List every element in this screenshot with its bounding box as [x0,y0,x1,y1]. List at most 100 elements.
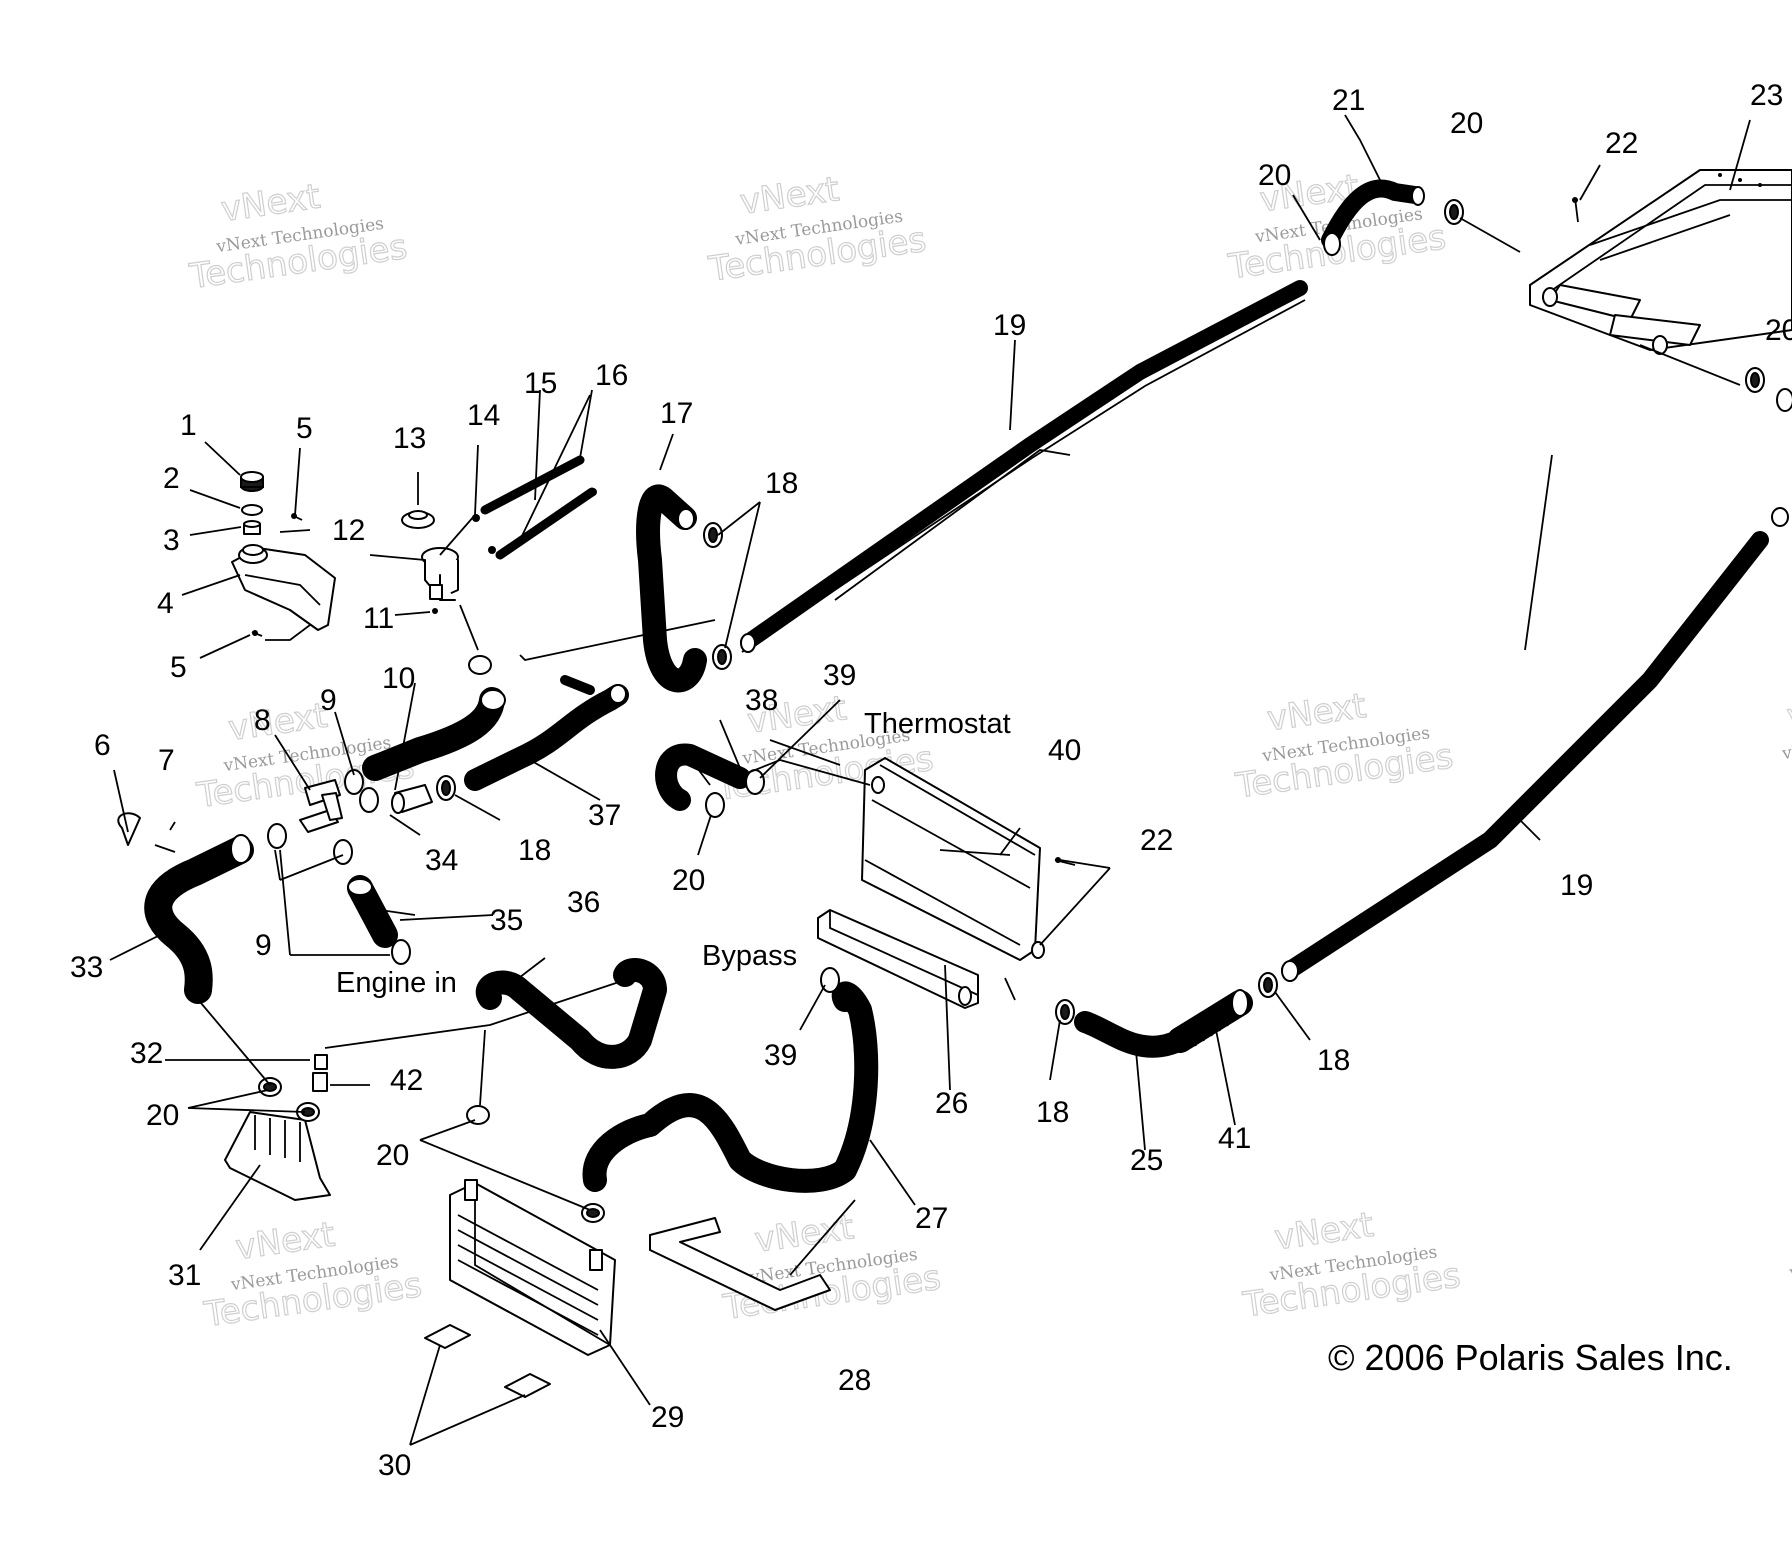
callout-18-lower: 18 [1036,1096,1069,1129]
callout-21: 21 [1332,84,1365,117]
callout-1: 1 [180,409,197,442]
clamp-20[interactable] [1445,200,1463,224]
clip-6[interactable] [118,813,175,852]
callout-18: 18 [765,467,798,500]
clamp-filler[interactable] [469,656,491,674]
callout-26: 26 [935,1087,968,1120]
screw-5-upper[interactable] [291,513,302,520]
hose-33[interactable] [158,835,251,990]
watermark: vNext vNext Technologies Technologies [185,685,416,817]
clamp-9[interactable] [392,940,410,964]
hose-17[interactable] [648,496,695,680]
callout-4: 4 [157,587,174,620]
watermark: vNext vNext Technologies Technologies [178,166,409,298]
callout-34: 34 [425,844,458,877]
tee-fitting-8[interactable] [300,780,342,832]
watermark: vNext vNext Technologies Technologies [697,158,928,290]
screw-22[interactable] [1572,197,1578,222]
clamp-18[interactable] [1056,1000,1074,1024]
corrugated-hose-41[interactable] [1180,990,1248,1046]
callout-5-lower: 5 [170,651,187,684]
coolant-tube-upper-19[interactable] [741,288,1305,652]
callout-11: 11 [363,602,394,635]
clamp-9[interactable] [334,840,352,864]
watermark: vNext vNext Technologies Technologies [193,1204,424,1336]
clamp-9[interactable] [360,788,378,812]
callout-7: 7 [158,744,175,777]
hose-10[interactable] [375,690,505,768]
radiator-cap-13[interactable] [402,511,434,528]
thermostat-housing-40[interactable] [862,758,1044,960]
reservoir-cap-1[interactable] [241,472,263,491]
callout-40: 40 [1048,734,1081,767]
callout-16: 16 [595,359,628,392]
callout-5: 5 [296,412,313,445]
watermark-text: vNext [1272,1205,1376,1258]
callout-29: 29 [651,1401,684,1434]
clamp-9[interactable] [268,824,286,848]
engine-in-label: Engine in [336,967,457,999]
callout-9-lower: 9 [255,929,272,962]
clamp-18[interactable] [437,776,455,800]
fitting-left[interactable] [1772,389,1792,526]
hose-34[interactable] [392,785,432,813]
callout-36: 36 [567,886,600,919]
callout-20-b: 20 [1450,107,1483,140]
callout-20-c: 20 [1765,314,1792,347]
fitting-14[interactable] [472,514,496,554]
clamp-18[interactable] [713,645,731,669]
mount-30-lower[interactable] [505,1374,550,1397]
callout-3: 3 [163,524,180,557]
callout-14: 14 [467,399,500,432]
callout-20-a: 20 [1258,159,1291,192]
callout-2: 2 [163,462,180,495]
callout-18-right: 18 [1317,1044,1350,1077]
screw-11[interactable] [432,608,438,614]
callout-42: 42 [390,1064,423,1097]
callout-19-upper: 19 [993,309,1026,342]
mount-30-upper[interactable] [425,1325,470,1348]
callout-30: 30 [378,1449,411,1482]
screw-22[interactable] [1005,978,1015,1000]
callout-17: 17 [660,397,693,430]
watermark: vNext vNext Technologies Technologies [712,1196,943,1328]
screw-5-lower[interactable] [252,630,262,636]
clamp-20[interactable] [1324,233,1340,255]
watermark: vNext vNext Technologies [1781,1194,1792,1283]
callout-23: 23 [1750,79,1783,112]
callout-19-lower: 19 [1560,869,1593,902]
callout-22-lower: 22 [1140,824,1173,857]
callout-25: 25 [1130,1144,1163,1177]
callout-10: 10 [382,662,415,695]
clamp-39[interactable] [746,770,764,794]
callout-20-d: 20 [672,864,705,897]
radiator-23[interactable] [1530,170,1792,354]
watermark-text: vNext Technologies [1787,1240,1792,1283]
hose-35[interactable] [348,879,385,935]
callout-20-e: 20 [146,1099,179,1132]
watermark-text: vNext [233,1215,337,1268]
callout-9: 9 [320,684,337,717]
housing-31[interactable] [225,1112,330,1200]
coolant-reservoir-4[interactable] [232,545,335,630]
filter-3[interactable] [244,521,260,534]
watermark: vNext vNext Technologies Technologies [1224,675,1455,807]
callout-39-lower: 39 [764,1039,797,1072]
clamp-20[interactable] [582,1204,604,1222]
callout-6: 6 [94,729,111,762]
plug-42[interactable] [313,1073,327,1091]
clamp-20[interactable] [259,1078,281,1096]
callout-28: 28 [838,1364,871,1397]
rod-15[interactable] [485,456,584,510]
hose-25[interactable] [1085,1022,1180,1047]
clamp-20[interactable] [1746,368,1764,392]
callout-15: 15 [524,367,557,400]
clamp-20[interactable] [706,793,724,817]
plug-32[interactable] [315,1055,327,1069]
clamp-18[interactable] [1259,973,1277,997]
gasket-2[interactable] [242,505,262,515]
copyright-text: © 2006 Polaris Sales Inc. [1328,1337,1733,1378]
filler-neck-12[interactable] [422,548,458,600]
